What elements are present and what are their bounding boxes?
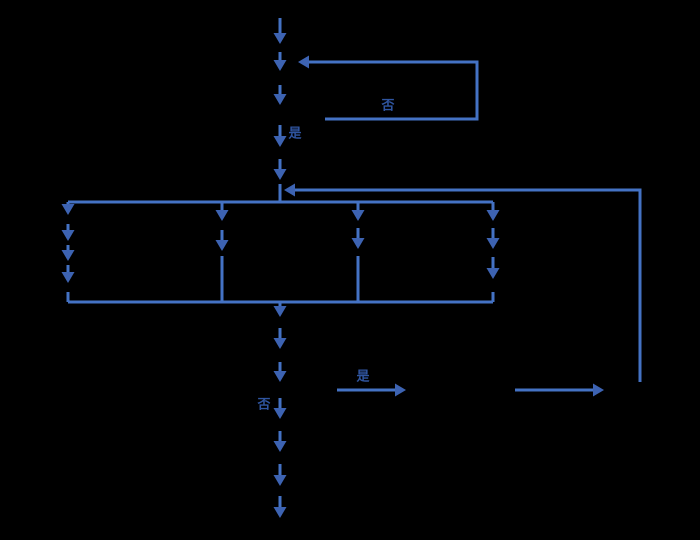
col4-arrow-3-arrowhead-icon <box>486 268 500 279</box>
col3-arrow-2-arrowhead-icon <box>351 238 365 249</box>
bottom-flow-arrow-5-arrowhead-icon <box>273 441 287 452</box>
branch-yes-arrow-arrowhead-icon <box>395 383 406 397</box>
label-branch-yes: 是 <box>356 369 370 385</box>
bottom-flow-arrow-1-arrowhead-icon <box>273 306 287 317</box>
label-loop-no: 否 <box>381 98 395 114</box>
col4-arrow-2-arrowhead-icon <box>486 238 500 249</box>
top-flow-arrow-2-arrowhead-icon <box>273 60 287 71</box>
right-return-loop <box>294 188 642 382</box>
bottom-flow-arrow-2-arrowhead-icon <box>273 338 287 349</box>
col1-arrow-1-arrowhead-icon <box>61 204 75 215</box>
col1-arrow-4-arrowhead-icon <box>61 272 75 283</box>
col4-arrow-1-arrowhead-icon <box>486 210 500 221</box>
right-return-loop-arrowhead-icon <box>284 183 295 197</box>
branch-next-arrow-arrowhead-icon <box>593 383 604 397</box>
top-flow-arrow-4-yes-arrowhead-icon <box>273 136 287 147</box>
col1-arrow-2-arrowhead-icon <box>61 230 75 241</box>
bottom-flow-arrow-7-arrowhead-icon <box>273 507 287 518</box>
col1-arrow-3-arrowhead-icon <box>61 250 75 261</box>
top-flow-arrow-1-arrowhead-icon <box>273 33 287 44</box>
bottom-flow-arrow-4-no-arrowhead-icon <box>273 408 287 419</box>
top-flow-arrow-5-arrowhead-icon <box>273 169 287 180</box>
top-no-loopback <box>308 60 479 121</box>
top-flow-arrow-3-arrowhead-icon <box>273 94 287 105</box>
col3-arrow-1-arrowhead-icon <box>351 210 365 221</box>
bottom-flow-arrow-6-arrowhead-icon <box>273 475 287 486</box>
col2-arrow-2-arrowhead-icon <box>215 240 229 251</box>
col2-arrow-1-arrowhead-icon <box>215 210 229 221</box>
top-no-loopback-arrowhead-icon <box>298 55 309 69</box>
label-loop-yes: 是 <box>288 126 302 142</box>
bottom-flow-arrow-3-arrowhead-icon <box>273 371 287 382</box>
label-branch-no: 否 <box>257 397 271 413</box>
